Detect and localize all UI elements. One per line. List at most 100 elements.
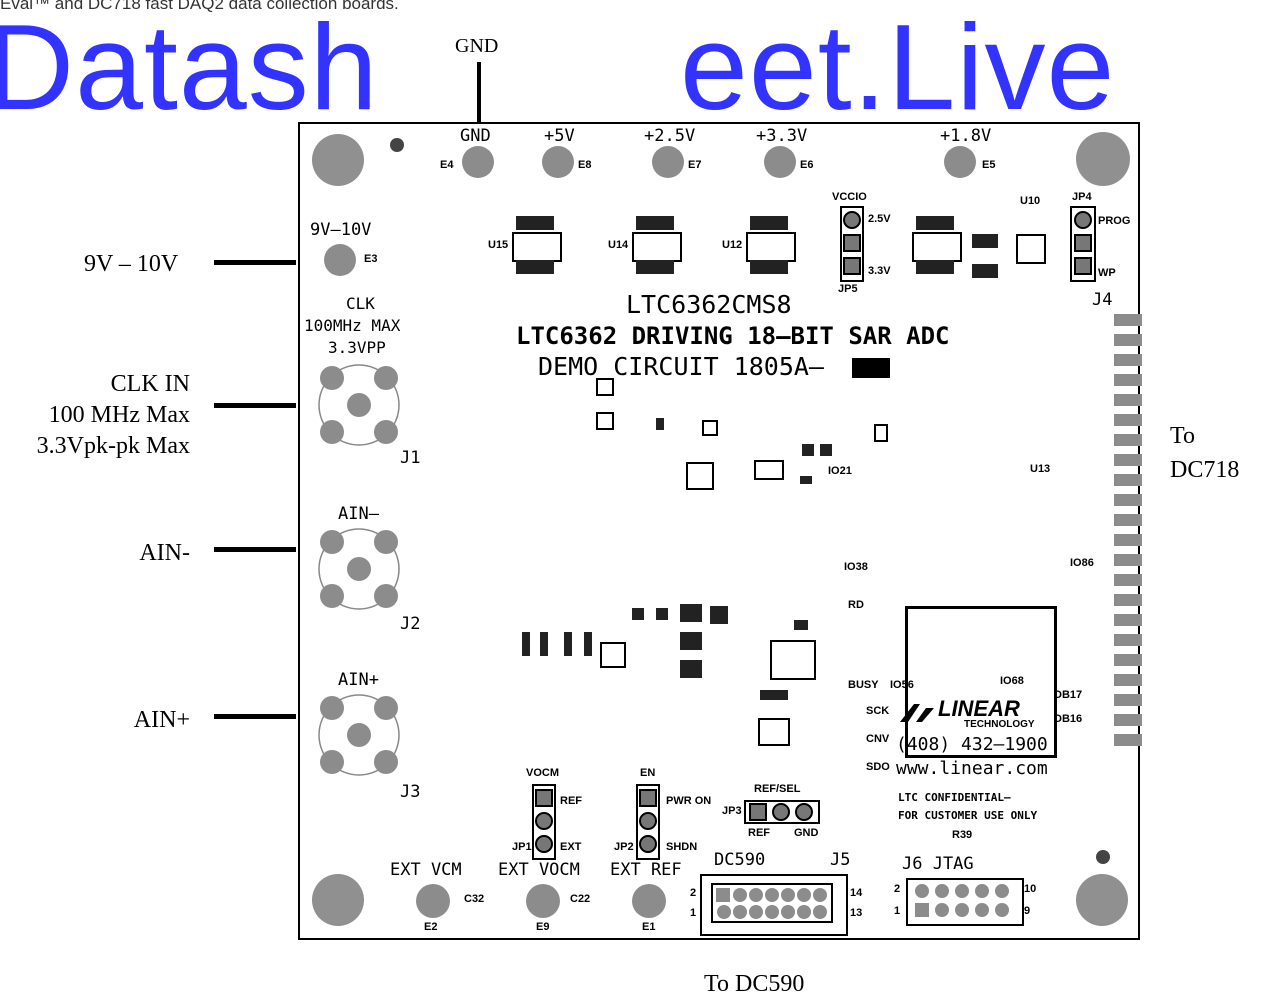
dc590-pin2: 2 [690, 887, 697, 899]
jp1-pin-2 [535, 812, 553, 830]
edge-finger [1114, 714, 1142, 726]
jp4-prog: PROG [1098, 215, 1131, 227]
j4-label: J4 [1092, 290, 1113, 310]
title-part: LTC6362CMS8 [626, 290, 792, 319]
cap-c34 [972, 234, 998, 248]
pad-5v-label: +5V [544, 126, 575, 146]
jtag-pin9: 9 [1024, 905, 1031, 917]
ext-vcm-cap: C32 [464, 893, 485, 905]
ext-vocm-pad [526, 884, 560, 918]
mounting-hole-tr [1076, 132, 1130, 186]
edge-finger [1114, 474, 1142, 486]
jp1-pin-1 [535, 789, 553, 807]
jp1-opt-ref: REF [560, 795, 582, 807]
jp2-jumper [636, 784, 660, 860]
pad-5v-ref: E8 [578, 159, 592, 171]
pad-gnd [462, 146, 494, 178]
vin-label: 9V – 10V [84, 251, 179, 277]
clk-label-2: 100MHz MAX [304, 316, 401, 335]
chip-u11-pins-bottom [916, 260, 954, 274]
clk-in-line1: CLK IN [110, 371, 190, 397]
cnv-label: CNV [866, 733, 890, 745]
comp-r11 [540, 632, 548, 656]
chip-u12 [746, 232, 796, 262]
db17-label: DB17 [1054, 689, 1083, 701]
edge-finger [1114, 534, 1142, 546]
vccio-pin-1 [843, 211, 861, 229]
jp2-opt-shdn: SHDN [666, 841, 698, 853]
jtag-connector [906, 878, 1024, 926]
chip-u15-pins-bottom [516, 260, 554, 274]
jp3-pin-1 [749, 803, 767, 821]
ain-plus-ref: J3 [400, 782, 421, 802]
pad-1v8-label: +1.8V [940, 126, 992, 146]
connector-j2 [316, 526, 402, 612]
ext-vocm-ref: E9 [536, 921, 550, 933]
io86-label: IO86 [1070, 557, 1094, 569]
chip-u12-label: U12 [722, 239, 743, 251]
chip-u11-pins-top [916, 216, 954, 230]
watermark-text-1: Datash [0, 0, 379, 135]
fiducial-br [1096, 850, 1110, 864]
jtag-label: J6 JTAG [902, 854, 974, 874]
mounting-hole-br [1076, 874, 1128, 926]
comp-c37 [680, 604, 702, 622]
jp2-opt-pwr-on: PWR ON [666, 795, 712, 807]
io56-label: IO56 [890, 679, 914, 691]
ext-vocm-label: EXT VOCM [498, 860, 580, 880]
chip-u9 [600, 642, 626, 668]
comp-u5 [874, 424, 888, 442]
comp-c14 [564, 632, 572, 656]
pad-3v3 [764, 146, 796, 178]
vccio-opt-2v5: 2.5V [868, 213, 891, 225]
edge-finger [1114, 374, 1142, 386]
edge-finger [1114, 574, 1142, 586]
chip-u10 [1016, 234, 1046, 264]
clk-label-3: 3.3VPP [328, 338, 386, 357]
vccio-label: VCCIO [832, 191, 867, 203]
vccio-pin-3 [843, 257, 861, 275]
chip-u14 [632, 232, 682, 262]
web-text: www.linear.com [896, 758, 1048, 779]
dc590-ref: J5 [830, 850, 851, 870]
dc590-pin14: 14 [850, 887, 863, 899]
rd-label: RD [848, 599, 864, 611]
title-driving: LTC6362 DRIVING 18–BIT SAR ADC [516, 322, 950, 350]
ain-plus-wire [214, 714, 296, 719]
chip-u14-pins-top [636, 216, 674, 230]
jp1-title: VOCM [526, 767, 559, 779]
comp-c26 [710, 606, 728, 624]
sck-label: SCK [866, 705, 890, 717]
pad-1v8 [944, 146, 976, 178]
edge-finger [1114, 514, 1142, 526]
pad-2v5-ref: E7 [688, 159, 702, 171]
jp1-jumper [532, 784, 556, 860]
edge-finger [1114, 434, 1142, 446]
chip-u15-label: U15 [488, 239, 509, 251]
ain-minus-board-label: AIN– [338, 504, 379, 524]
ain-minus-label: AIN- [139, 540, 190, 566]
chip-u14-pins-bottom [636, 260, 674, 274]
jtag-pin2: 2 [894, 883, 901, 895]
vin-wire [214, 260, 296, 265]
comp-r21 [820, 444, 832, 456]
u10-label: U10 [1020, 195, 1041, 207]
cap-c35 [972, 264, 998, 278]
dc590-pin13: 13 [850, 907, 863, 919]
edge-finger [1114, 314, 1142, 326]
comp-square-2 [596, 412, 614, 430]
comp-u1 [656, 418, 664, 430]
jp3-opt-ref: REF [748, 827, 770, 839]
comp-r16 [656, 608, 668, 620]
comp-u6 [800, 476, 812, 484]
jp2-pin-1 [639, 789, 657, 807]
pad-3v3-ref: E6 [800, 159, 814, 171]
chip-u13 [905, 606, 1057, 758]
ext-ref-ref: E1 [642, 921, 656, 933]
phone-text: (408) 432–1900 [896, 734, 1048, 755]
ext-vcm-pad [416, 884, 450, 918]
to-dc718-line1: To [1170, 423, 1195, 449]
chip-u3 [758, 718, 790, 746]
pad-2v5 [652, 146, 684, 178]
edge-finger [1114, 634, 1142, 646]
